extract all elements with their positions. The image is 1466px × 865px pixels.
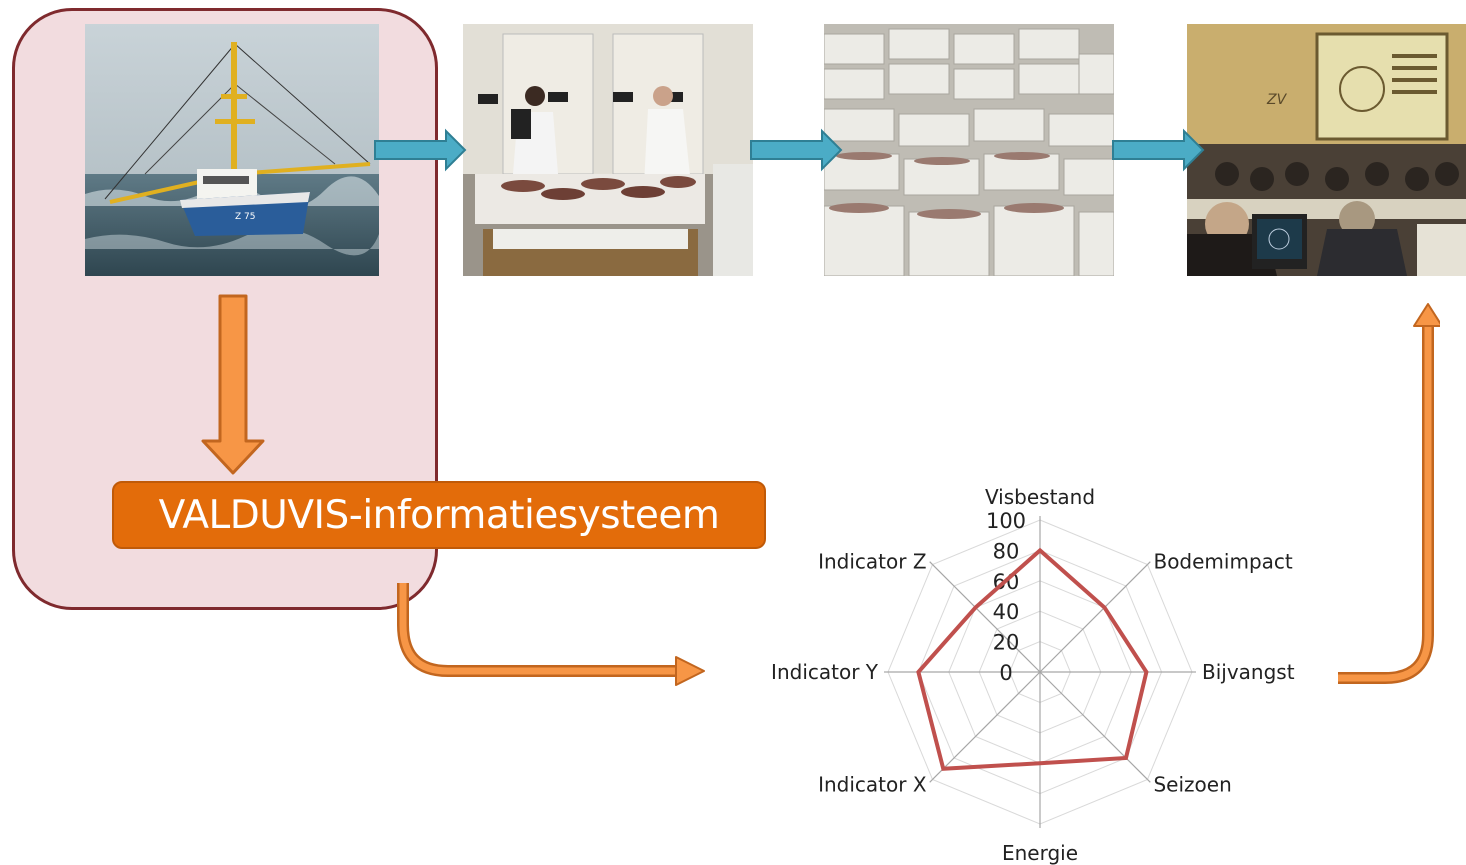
radar-axis-label: Visbestand	[985, 485, 1095, 509]
radar-grid	[884, 516, 1196, 828]
radar-axis-label: Energie	[1002, 841, 1078, 865]
radar-axis-labels: VisbestandBodemimpactBijvangstSeizoenEne…	[771, 485, 1295, 865]
radar-axis-label: Indicator Z	[818, 550, 926, 574]
radar-series	[916, 547, 1149, 771]
valduvis-system-box: VALDUVIS-informatiesysteem	[112, 481, 766, 549]
radar-axis-tick-mark	[1147, 779, 1151, 783]
curved-arrow-to-auction	[1338, 303, 1440, 684]
radar-tick-label: 0	[999, 661, 1012, 685]
flow-arrow-1	[374, 128, 467, 172]
radar-axis-label: Indicator X	[818, 772, 927, 796]
radar-axis-label: Seizoen	[1153, 772, 1231, 796]
radar-axis-spoke	[932, 671, 1041, 780]
radar-axis-label: Bodemimpact	[1153, 550, 1292, 574]
fish-crates-photo	[824, 24, 1114, 276]
down-arrow	[201, 294, 265, 475]
fishing-trawler-photo: Z 75	[85, 24, 379, 276]
radar-axis-tick-mark	[1147, 561, 1151, 565]
curved-arrow-to-chart	[397, 583, 705, 686]
radar-tick-label: 80	[993, 539, 1020, 563]
radar-axis-spoke	[932, 564, 1041, 673]
radar-axis-tick-mark	[929, 561, 933, 565]
flow-arrow-2	[750, 128, 843, 172]
radar-axis-spoke	[1039, 671, 1148, 780]
radar-series-line	[916, 547, 1149, 771]
radar-axis-spoke	[1039, 564, 1148, 673]
flow-arrow-3	[1112, 128, 1205, 172]
radar-tick-label: 20	[993, 631, 1020, 655]
fish-auction-photo: ZV	[1187, 24, 1466, 276]
valduvis-system-label: VALDUVIS-informatiesysteem	[158, 492, 720, 538]
radar-axis-label: Bijvangst	[1202, 660, 1295, 684]
radar-tick-label: 40	[993, 600, 1020, 624]
fish-sorting-photo	[463, 24, 753, 276]
radar-tick-label: 100	[986, 509, 1026, 533]
svg-text:Z 75: Z 75	[235, 212, 255, 222]
radar-axis-tick-mark	[929, 779, 933, 783]
radar-axis-label: Indicator Y	[771, 660, 879, 684]
svg-text:ZV: ZV	[1266, 92, 1288, 108]
